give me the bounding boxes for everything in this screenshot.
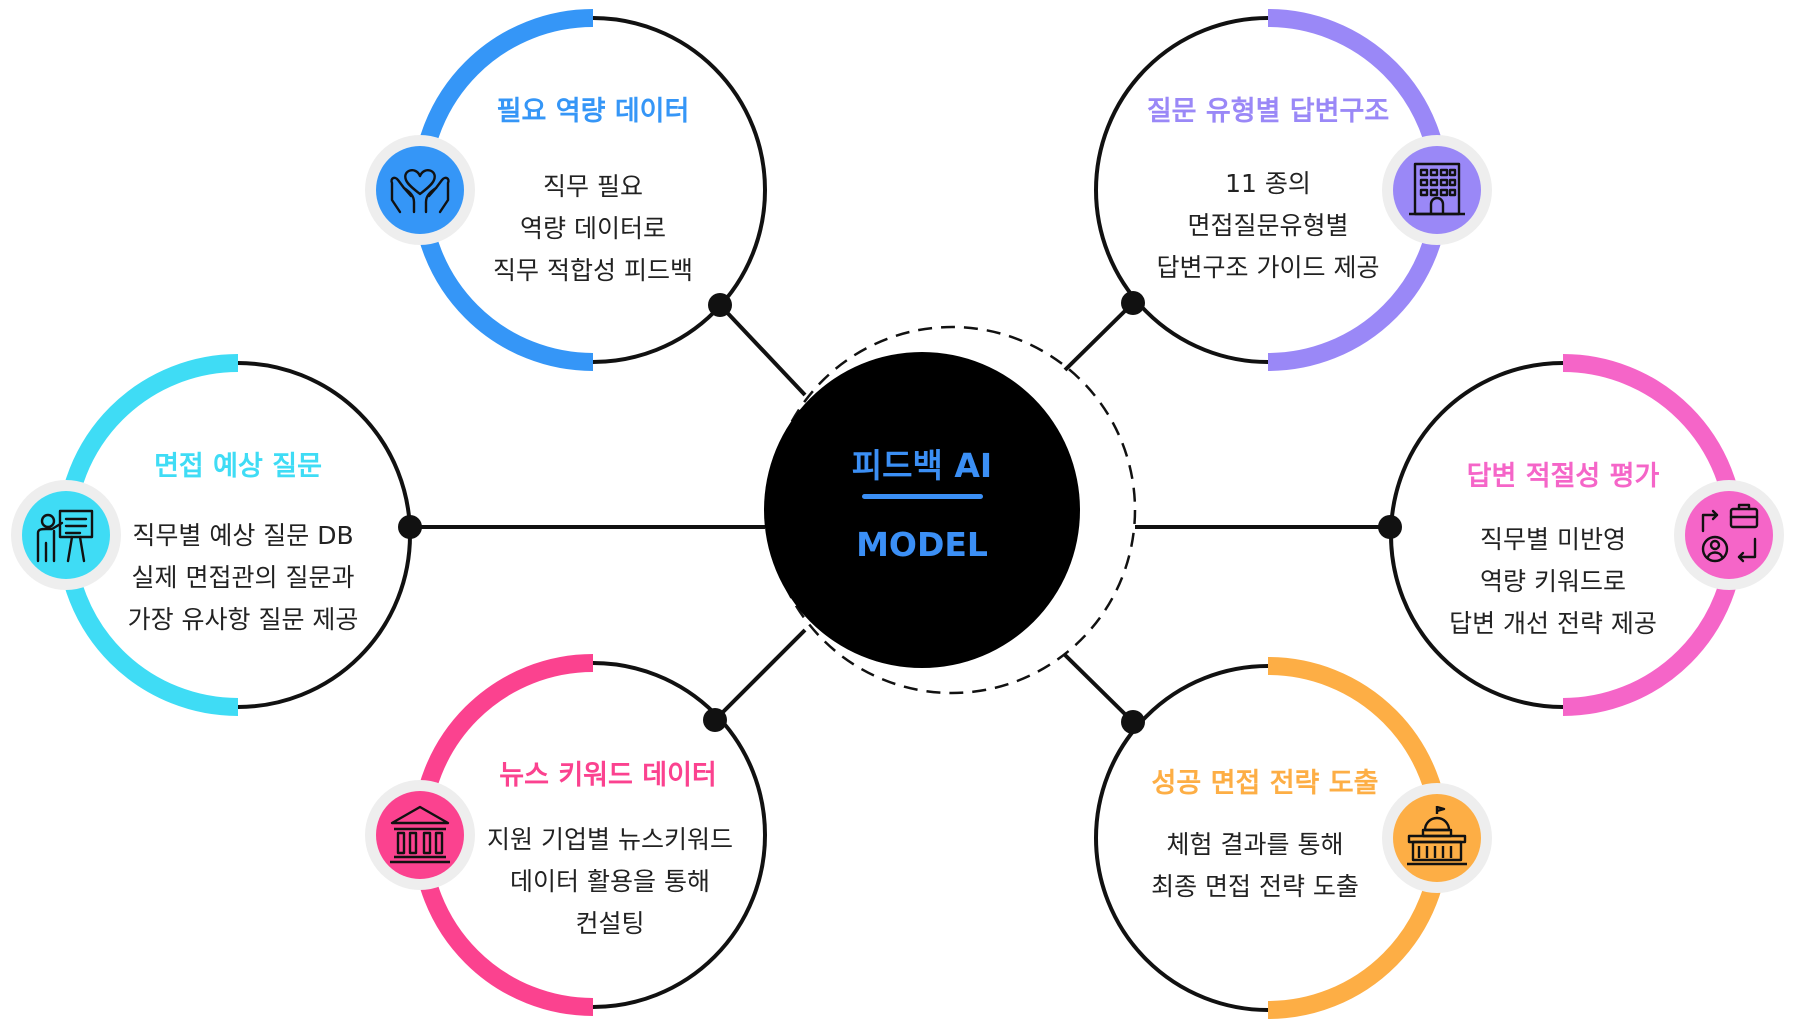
node-dot: [1121, 291, 1145, 315]
center-subtitle: MODEL: [856, 525, 988, 564]
node-line: 답변 개선 전략 제공: [1449, 609, 1657, 638]
node-line: 11 종의: [1225, 169, 1311, 198]
node-line: 가장 유사항 질문 제공: [128, 605, 359, 634]
connectors: [410, 301, 1390, 724]
node-line: 직무별 미반영: [1480, 525, 1626, 554]
node-dot: [398, 515, 422, 539]
node-competency-data: 필요 역량 데이터 직무 필요 역량 데이터로 직무 적합성 피드백: [365, 9, 767, 371]
icon-badge: [22, 491, 110, 579]
capitol-icon: [1407, 805, 1467, 866]
node-title: 필요 역량 데이터: [497, 96, 690, 127]
node-answer-structure: 질문 유형별 답변구조 11 종의 면접질문유형별 답변구조 가이드 제공: [1094, 9, 1492, 371]
node-news-keyword: 뉴스 키워드 데이터 지원 기업별 뉴스키워드 데이터 활용을 통해 컨설팅: [365, 654, 767, 1016]
node-line: 지원 기업별 뉴스키워드: [487, 825, 733, 854]
node-dot: [1121, 710, 1145, 734]
node-line: 직무 필요: [543, 172, 643, 201]
node-title: 면접 예상 질문: [154, 451, 322, 482]
node-title: 성공 면접 전략 도출: [1152, 768, 1379, 799]
node-line: 답변구조 가이드 제공: [1157, 253, 1380, 282]
node-dot: [703, 708, 727, 732]
node-line: 직무별 예상 질문 DB: [132, 521, 353, 550]
center-title: 피드백 AI: [852, 446, 992, 485]
center-circle: [764, 352, 1080, 668]
icon-badge: [1685, 491, 1773, 579]
connector-answer-structure: [1063, 301, 1135, 372]
node-dot: [1378, 515, 1402, 539]
node-line: 데이터 활용을 통해: [510, 867, 710, 896]
hands-heart-icon: [390, 169, 450, 214]
node-success-strategy: 성공 면접 전략 도출 체험 결과를 통해 최종 면접 전략 도출: [1094, 657, 1492, 1019]
icon-badge: [376, 146, 464, 234]
node-title: 뉴스 키워드 데이터: [499, 760, 717, 791]
node-expected-questions: 면접 예상 질문 직무별 예상 질문 DB 실제 면접관의 질문과 가장 유사항…: [11, 354, 422, 716]
node-title: 답변 적절성 평가: [1467, 461, 1660, 492]
node-line: 역량 키워드로: [1480, 567, 1626, 596]
node-line: 역량 데이터로: [520, 214, 666, 243]
connector-competency-data: [718, 303, 807, 397]
node-title: 질문 유형별 답변구조: [1147, 96, 1389, 127]
node-line: 체험 결과를 통해: [1167, 830, 1344, 859]
icon-badge: [376, 791, 464, 879]
node-dot: [708, 293, 732, 317]
connector-news-keyword: [713, 628, 807, 722]
node-line: 컨설팅: [575, 909, 644, 938]
node-line: 실제 면접관의 질문과: [132, 563, 355, 592]
presenter-icon: [36, 509, 94, 563]
career-change-icon: [1701, 503, 1759, 563]
connector-success-strategy: [1063, 653, 1135, 724]
bank-icon: [390, 805, 450, 864]
building-icon: [1409, 162, 1465, 216]
node-line: 직무 적합성 피드백: [493, 256, 693, 285]
node-answer-evaluation: 답변 적절성 평가 직무별 미반영 역량 키워드로 답변 개선 전략 제공: [1378, 354, 1784, 716]
center-dashed-ring: [767, 325, 1137, 695]
node-line: 최종 면접 전략 도출: [1151, 872, 1359, 901]
center-underline: [862, 494, 983, 499]
node-line: 면접질문유형별: [1187, 211, 1348, 240]
center-hub: 피드백 AI MODEL: [764, 325, 1137, 695]
